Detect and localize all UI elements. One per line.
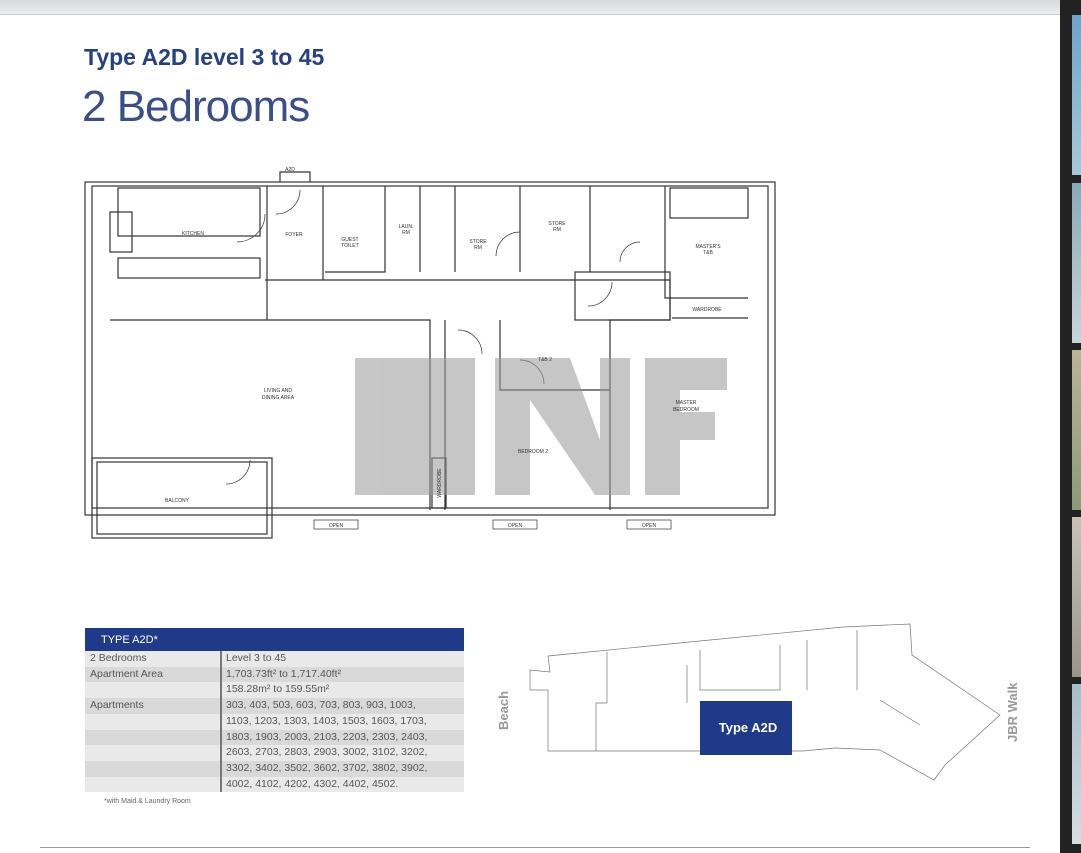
entry-tag: A2D xyxy=(285,167,295,173)
table-row: 158.28m² to 159.55m² xyxy=(85,682,464,699)
open-label-1: OPEN xyxy=(329,523,344,529)
room-store-2b: RM xyxy=(553,227,561,233)
room-store-1b: RM xyxy=(474,245,482,251)
jbr-walk-label: JBR Walk xyxy=(1005,682,1020,742)
key-plan-highlight-label: Type A2D xyxy=(719,720,778,735)
open-label-3: OPEN xyxy=(642,523,657,529)
room-master-bedroom: MASTER xyxy=(676,400,697,406)
watermark xyxy=(355,358,727,495)
room-balcony: BALCONY xyxy=(165,498,190,504)
table-row: 2603, 2703, 2803, 2903, 3002, 3102, 3202… xyxy=(85,745,464,761)
spec-table-header: TYPE A2D* xyxy=(85,628,464,651)
room-laundry-2: RM xyxy=(402,230,410,236)
room-bedroom-2: BEDROOM 2 xyxy=(518,449,548,455)
key-plan xyxy=(529,623,1001,781)
thumbnail-strip[interactable] xyxy=(1060,0,1081,853)
room-wardrobe-master: WARDROBE xyxy=(692,307,722,313)
table-row: 4002, 4102, 4202, 4302, 4402, 4502. xyxy=(85,776,464,793)
open-label-2: OPEN xyxy=(508,523,523,529)
room-masters-tb-2: T&B xyxy=(703,250,713,256)
table-row: 1103, 1203, 1303, 1403, 1503, 1603, 1703… xyxy=(85,713,464,730)
top-bar xyxy=(0,0,1060,15)
room-store-1: STORE xyxy=(469,239,487,245)
room-living-2: DINING AREA xyxy=(262,395,295,401)
room-kitchen: KITCHEN xyxy=(182,231,204,237)
room-masters-tb: MASTER'S xyxy=(695,244,721,250)
room-wardrobe-bedroom2: WARDROBE xyxy=(437,468,443,498)
page-title: Type A2D level 3 to 45 xyxy=(84,44,325,70)
room-master-bedroom-2: BEDROOM xyxy=(673,407,699,413)
beach-label: Beach xyxy=(496,690,511,730)
room-guest-toilet: GUEST xyxy=(341,237,358,243)
divider xyxy=(40,847,1030,848)
room-living: LIVING AND xyxy=(264,388,292,394)
table-row: 1803, 1903, 2003, 2103, 2203, 2303, 2403… xyxy=(85,729,464,746)
room-tb2: T&B 2 xyxy=(538,357,552,363)
key-plan-highlight xyxy=(700,701,792,755)
footnote: *with Maid & Laundry Room xyxy=(104,798,191,805)
room-laundry: LAUN. xyxy=(399,224,414,230)
table-row: 3302, 3402, 3502, 3602, 3702, 3802, 3902… xyxy=(85,760,464,777)
page-subtitle: 2 Bedrooms xyxy=(82,82,310,131)
room-guest-toilet-2: TOILET xyxy=(341,243,358,249)
room-foyer: FOYER xyxy=(285,232,303,238)
room-store-2: STORE xyxy=(548,221,566,227)
